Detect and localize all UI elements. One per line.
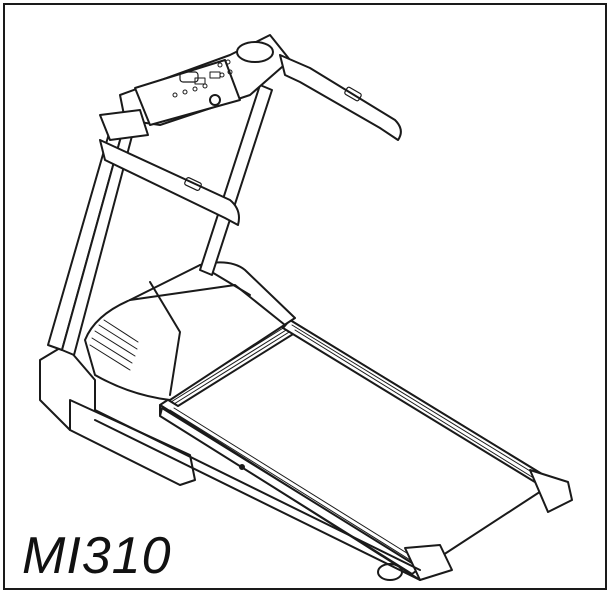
base-frame <box>39 344 421 581</box>
uprights <box>47 84 273 356</box>
console <box>99 34 291 141</box>
model-label: MI310 <box>22 527 172 585</box>
motor-hood <box>84 261 296 401</box>
treadmill-deck <box>159 319 573 581</box>
handlebars <box>99 54 402 226</box>
